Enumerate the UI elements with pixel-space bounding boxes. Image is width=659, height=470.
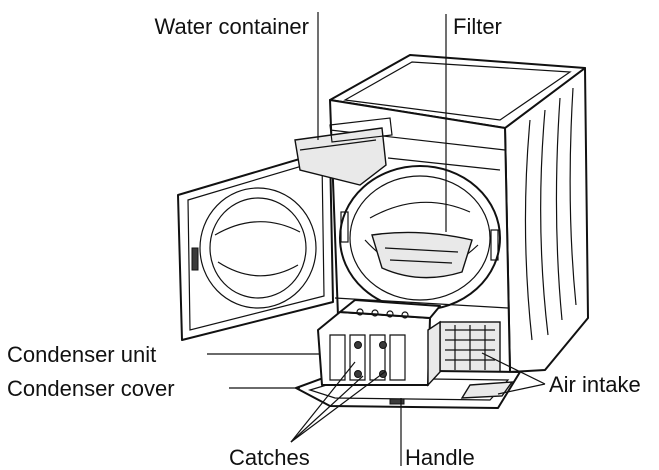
label-handle: Handle (405, 445, 475, 470)
label-condenser-cover: Condenser cover (7, 376, 175, 401)
condenser-unit (317, 299, 441, 387)
label-water-container: Water container (155, 14, 309, 39)
leader-lines (207, 12, 546, 466)
label-catches: Catches (229, 445, 310, 470)
label-air-intake: Air intake (549, 372, 641, 397)
dryer-door (177, 149, 334, 341)
label-condenser-unit: Condenser unit (7, 342, 156, 367)
label-filter: Filter (453, 14, 502, 39)
water-container-drawer (294, 117, 393, 186)
